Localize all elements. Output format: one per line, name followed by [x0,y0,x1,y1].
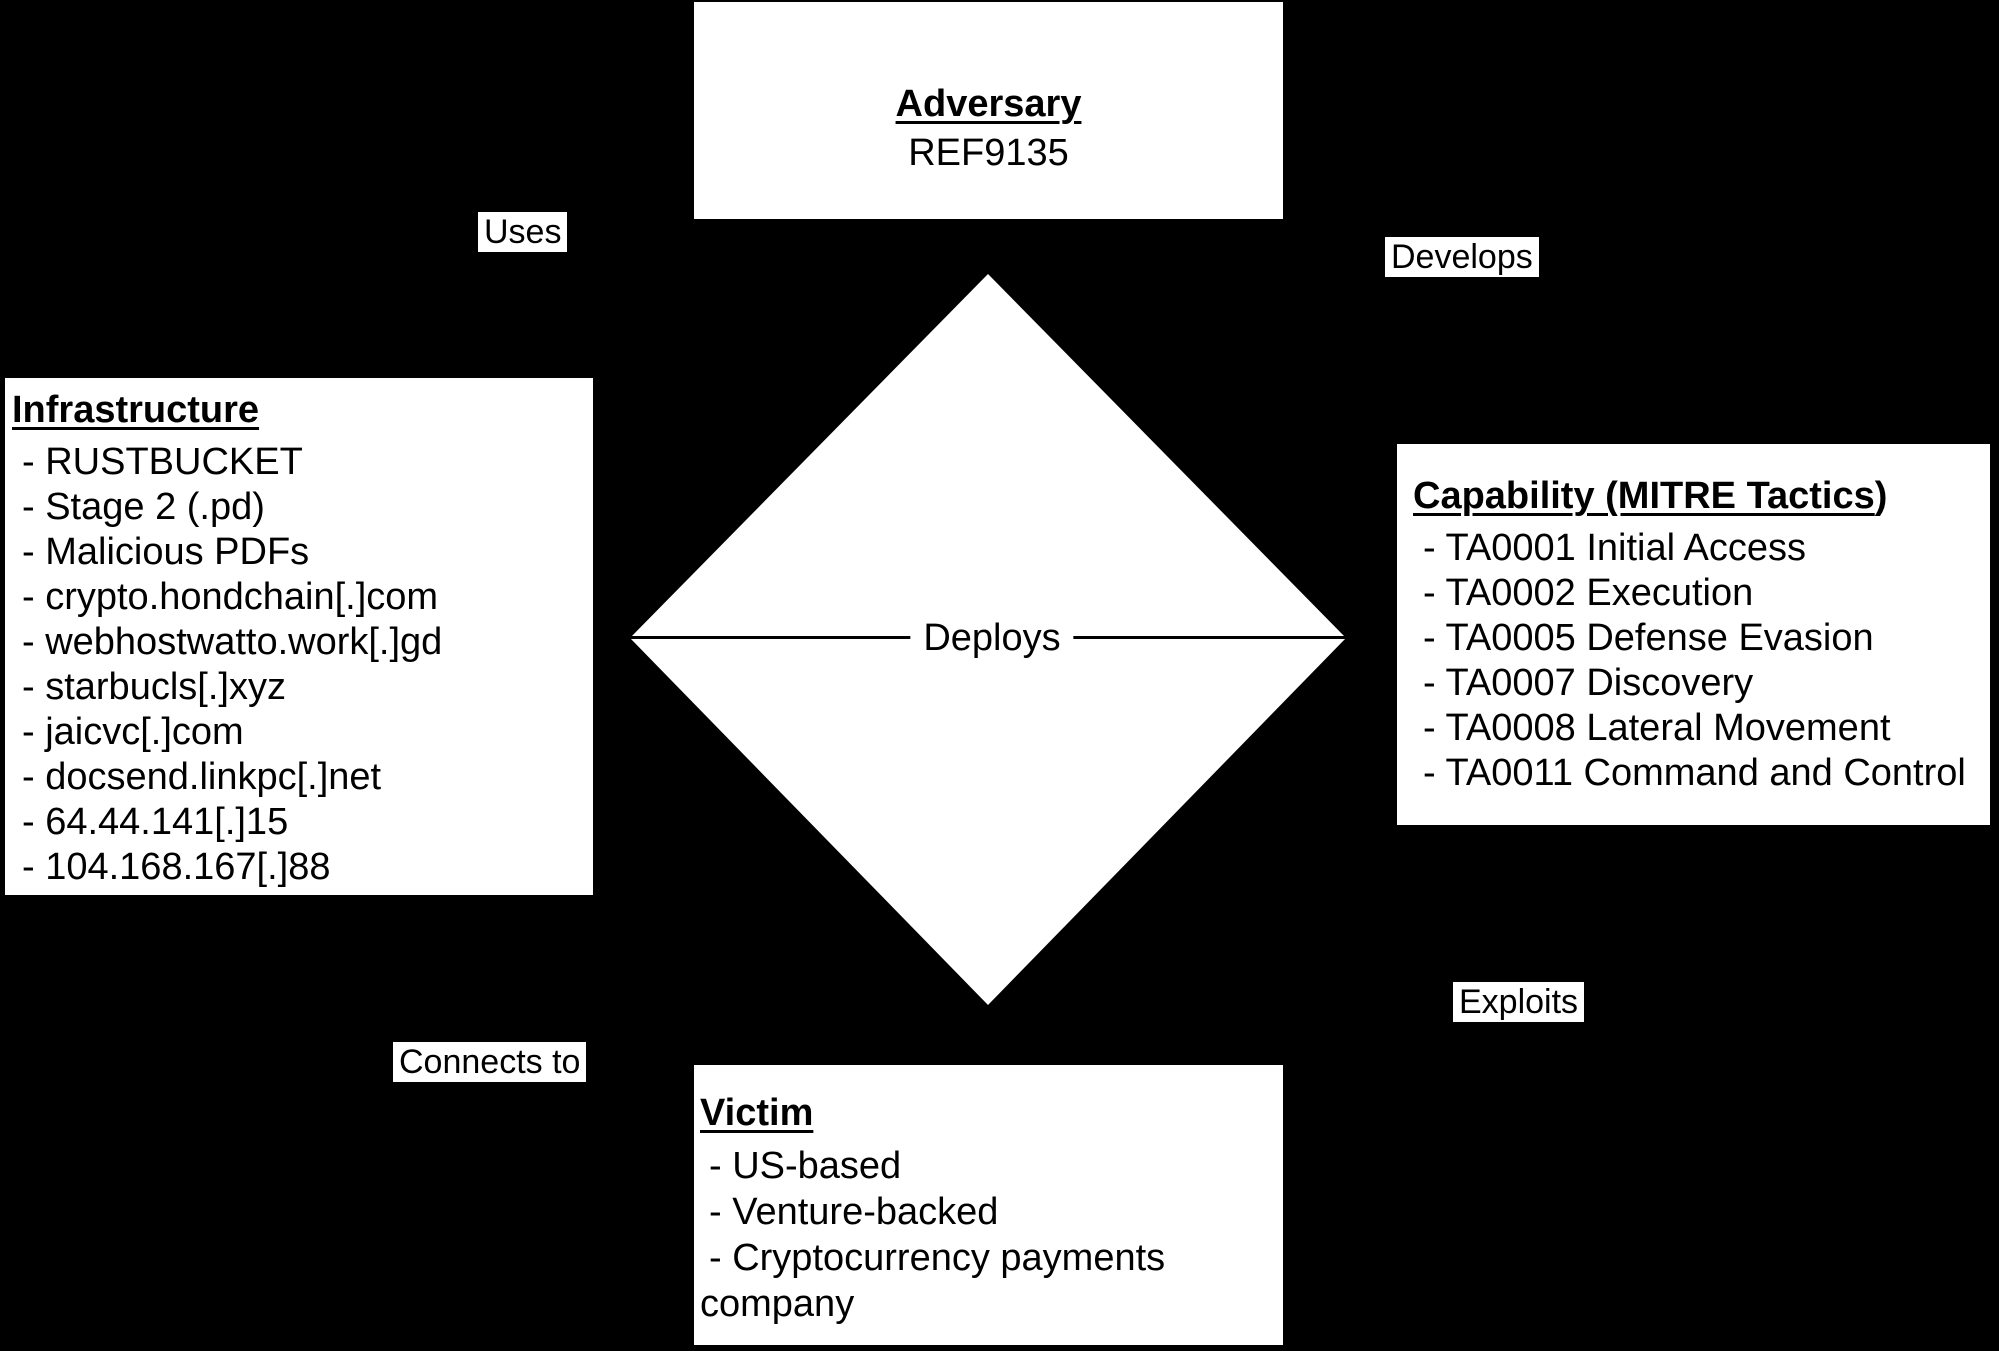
capability-item: - TA0005 Defense Evasion [1423,617,1874,659]
capability-title-text: Capability (MITRE Tactics [1413,475,1875,517]
capability-item: - TA0001 Initial Access [1423,527,1807,569]
capability-item: - TA0011 Command and Control [1423,752,1966,794]
capability-title-paren: ) [1874,475,1888,517]
capability-item: - TA0008 Lateral Movement [1423,707,1891,749]
infrastructure-item: - starbucls[.]xyz [22,666,286,708]
infrastructure-item: - 64.44.141[.]15 [22,801,289,843]
victim-title: Victim [700,1092,814,1134]
capability-box: Capability (MITRE Tactics) - TA0001 Init… [1395,442,1992,827]
victim-box: Victim - US-based - Venture-backed - Cry… [692,1063,1285,1347]
connects-to-edge-label: Connects to [393,1042,587,1082]
exploits-edge-label: Exploits [1453,982,1585,1022]
infrastructure-item: - 104.168.167[.]88 [22,846,331,888]
deploys-edge-label: Deploys [910,616,1074,660]
victim-item: - Cryptocurrency payments company [700,1237,1166,1325]
capability-item: - TA0007 Discovery [1423,662,1754,704]
infrastructure-title: Infrastructure [12,389,260,431]
infrastructure-item: - Malicious PDFs [22,531,310,573]
capability-title: Capability (MITRE Tactics) [1413,472,1986,520]
infrastructure-item: - Stage 2 (.pd) [22,486,265,528]
infrastructure-item: - RUSTBUCKET [22,441,303,483]
uses-edge-label: Uses [478,212,568,252]
infrastructure-item: - jaicvc[.]com [22,711,244,753]
infrastructure-item: - docsend.linkpc[.]net [22,756,382,798]
victim-item: - US-based [709,1145,902,1187]
infrastructure-item: - crypto.hondchain[.]com [22,576,439,618]
victim-item: - Venture-backed [709,1191,999,1233]
develops-edge-label: Develops [1385,237,1539,277]
infrastructure-item: - webhostwatto.work[.]gd [22,621,443,663]
adversary-name: REF9135 [908,132,1069,174]
adversary-title: Adversary [895,83,1082,125]
adversary-box: Adversary REF9135 [692,0,1285,221]
capability-item: - TA0002 Execution [1423,572,1754,614]
infrastructure-box: Infrastructure - RUSTBUCKET - Stage 2 (.… [3,376,595,897]
